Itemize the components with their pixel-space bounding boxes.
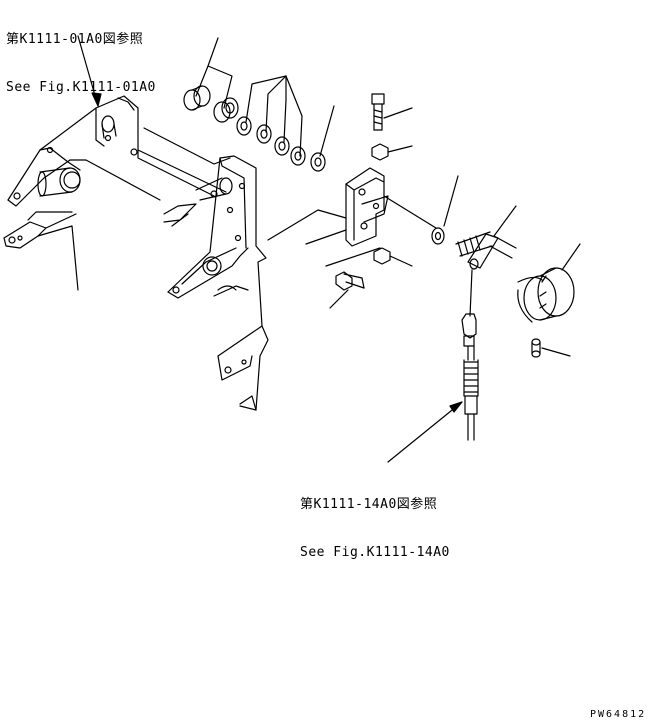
reference-note-bottom-jp: 第K1111-14A0図参照	[300, 497, 438, 512]
reference-note-top-en: See Fig.K1111-01A0	[6, 80, 156, 95]
center-bracket	[267, 167, 437, 247]
reference-note-top-jp: 第K1111-01A0図参照	[6, 32, 144, 47]
set-screw	[531, 338, 571, 358]
reference-arrow-top	[77, 35, 102, 107]
bolt-bottom	[325, 247, 381, 309]
bushing-2	[213, 97, 239, 123]
reference-note-bottom-en: See Fig.K1111-14A0	[300, 545, 450, 560]
washer-3	[274, 136, 290, 156]
right-mount-plate	[163, 155, 269, 411]
reference-note-bottom: 第K1111-14A0図参照 See Fig.K1111-14A0	[300, 465, 450, 577]
nut-top	[371, 143, 413, 161]
control-cable	[461, 269, 479, 441]
threaded-rod	[455, 205, 517, 270]
left-frame-bracket	[3, 95, 231, 291]
washer-2	[256, 124, 272, 144]
bolt-top	[371, 93, 413, 131]
washer-6	[431, 175, 459, 245]
reference-note-top: 第K1111-01A0図参照 See Fig.K1111-01A0	[6, 0, 156, 112]
knob	[517, 243, 581, 323]
washer-1	[236, 116, 252, 136]
washer-5	[310, 152, 326, 172]
nut-bottom	[373, 247, 413, 267]
drawing-code: PW64812	[590, 709, 647, 720]
bushing-1	[183, 85, 211, 111]
reference-arrow-bottom	[387, 401, 463, 463]
washer-4	[290, 146, 306, 166]
